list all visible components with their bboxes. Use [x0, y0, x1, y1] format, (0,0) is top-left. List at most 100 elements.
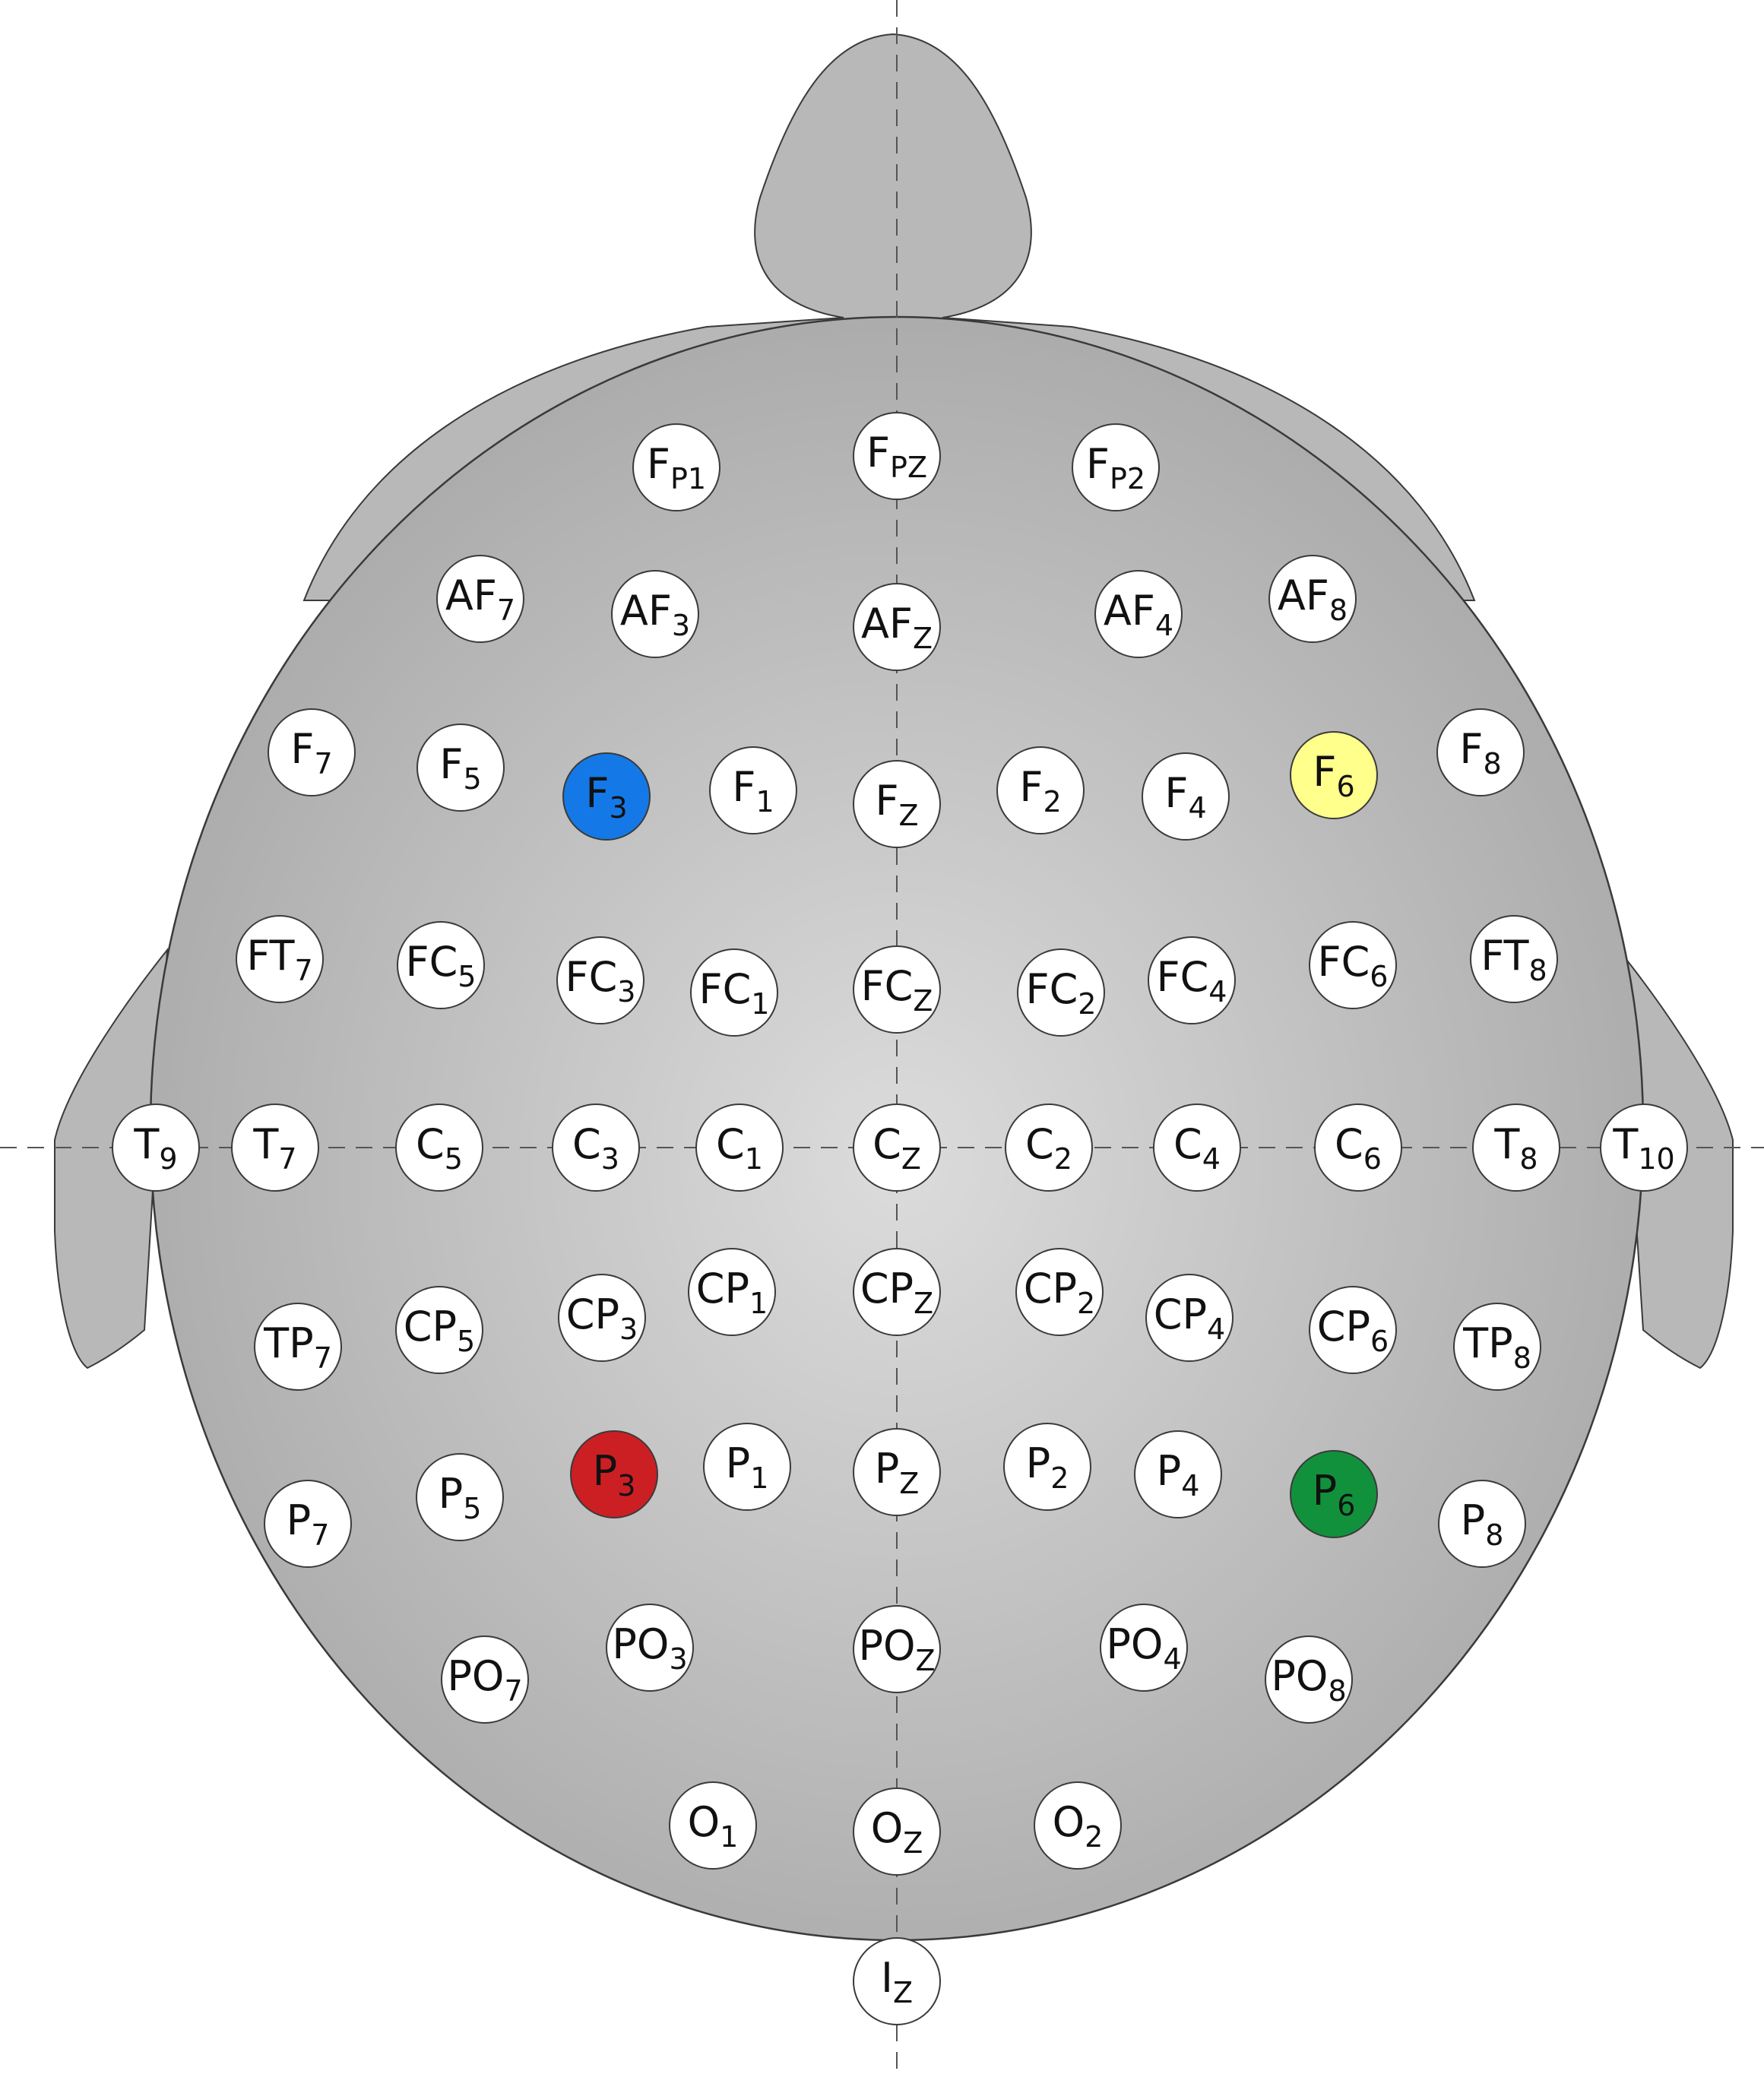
- electrode-circle: [1309, 1286, 1397, 1374]
- electrode-cp5: CP5: [395, 1286, 483, 1374]
- electrode-label-base: AF: [620, 587, 672, 635]
- electrode-label-base: FC: [1157, 953, 1209, 1001]
- electrode-circle: [1314, 1103, 1402, 1192]
- electrode-circle: [703, 1423, 791, 1511]
- electrode-circle: [1472, 1103, 1560, 1192]
- electrode-circle: [853, 583, 941, 671]
- electrode-label-subscript: 5: [463, 762, 481, 796]
- electrode-label-base: AF: [861, 600, 913, 648]
- electrode-circle: [611, 570, 699, 658]
- electrode-p8: P8: [1438, 1480, 1526, 1568]
- electrode-circle: [1600, 1103, 1688, 1192]
- electrode-label: T9: [133, 1120, 177, 1176]
- electrode-cp4: CP4: [1145, 1274, 1234, 1362]
- electrode-label-subscript: 4: [1202, 1142, 1221, 1176]
- electrode-circle: [395, 1103, 483, 1192]
- electrode-label: FCZ: [861, 962, 933, 1018]
- electrode-label: CP5: [404, 1303, 475, 1358]
- electrode-label: P5: [439, 1470, 482, 1525]
- electrode-label: CPZ: [860, 1265, 933, 1320]
- electrode-label-subscript: 4: [1188, 791, 1206, 825]
- electrode-af3: AF3: [611, 570, 699, 658]
- electrode-label: FC1: [699, 965, 770, 1021]
- electrode-label: FT7: [246, 932, 312, 987]
- electrode-label-base: F: [1019, 763, 1043, 811]
- electrode-label-base: AF: [445, 572, 497, 619]
- electrode-label-base: F: [290, 725, 314, 773]
- electrode-label: P4: [1157, 1447, 1200, 1502]
- electrode-label-base: C: [572, 1120, 601, 1168]
- electrode-label: F5: [439, 740, 481, 796]
- electrode-label: P7: [287, 1496, 330, 1552]
- electrode-label-subscript: Z: [913, 984, 933, 1018]
- electrode-label-subscript: 7: [278, 1142, 296, 1176]
- electrode-label-base: T: [1612, 1120, 1639, 1168]
- electrode-circle: [1005, 1103, 1093, 1192]
- electrode-label-base: T: [252, 1120, 279, 1168]
- electrode-fc4: FC4: [1148, 936, 1236, 1024]
- electrode-label-base: FC: [861, 962, 914, 1010]
- electrode-label-base: FC: [565, 953, 618, 1001]
- electrode-label: C3: [572, 1120, 619, 1176]
- electrode-label: CP1: [696, 1265, 768, 1320]
- electrode-circle: [606, 1604, 694, 1692]
- electrode-circle: [1017, 948, 1105, 1037]
- electrode-circle: [1134, 1430, 1222, 1518]
- electrode-label-subscript: Z: [913, 622, 933, 655]
- electrode-circle: [397, 921, 485, 1009]
- electrode-label: AF4: [1104, 587, 1173, 642]
- electrode-cp1: CP1: [688, 1248, 776, 1336]
- electrode-label-subscript: 3: [609, 791, 627, 825]
- electrode-label: F4: [1164, 769, 1206, 825]
- electrode-label-base: P: [875, 1445, 900, 1493]
- electrode-label-subscript: 4: [1207, 1312, 1225, 1346]
- electrode-circle: [416, 724, 505, 812]
- electrode-label-subscript: 7: [311, 1518, 329, 1552]
- electrode-o1: O1: [669, 1781, 757, 1870]
- electrode-label-base: AF: [1104, 587, 1155, 635]
- electrode-label-base: F: [1164, 769, 1188, 817]
- electrode-label-subscript: 2: [1050, 1461, 1069, 1495]
- electrode-po7: PO7: [441, 1635, 529, 1724]
- electrode-label: CP6: [1317, 1303, 1389, 1358]
- electrode-label: AF8: [1278, 572, 1348, 627]
- electrode-po4: PO4: [1100, 1604, 1188, 1692]
- electrode-circle: [436, 555, 524, 643]
- electrode-af7: AF7: [436, 555, 524, 643]
- electrode-label: F3: [585, 769, 627, 825]
- electrode-label-subscript: 6: [1336, 770, 1354, 803]
- electrode-label: F6: [1313, 748, 1354, 803]
- electrode-cp3: CP3: [558, 1274, 646, 1362]
- electrode-label: FP1: [647, 440, 706, 496]
- electrode-c4: C4: [1153, 1103, 1241, 1192]
- electrode-circle: [1142, 752, 1230, 841]
- electrode-circle: [853, 1937, 941, 2025]
- electrode-cp6: CP6: [1309, 1286, 1397, 1374]
- electrode-label: CP2: [1024, 1265, 1095, 1320]
- electrode-label-base: PO: [612, 1620, 669, 1668]
- electrode-label-subscript: 8: [1528, 954, 1547, 987]
- electrode-label: C5: [416, 1120, 463, 1176]
- electrode-label: C6: [1335, 1120, 1382, 1176]
- electrode-circle: [853, 760, 941, 848]
- electrode-label-subscript: Z: [899, 1467, 919, 1500]
- electrode-label-subscript: 3: [617, 1469, 635, 1502]
- electrode-c3: C3: [552, 1103, 640, 1192]
- electrode-circle: [690, 948, 778, 1037]
- electrode-label-subscript: 4: [1181, 1469, 1199, 1502]
- electrode-label-base: CP: [404, 1303, 457, 1350]
- electrode-label: FC6: [1318, 938, 1389, 993]
- electrode-label-base: O: [1053, 1798, 1085, 1846]
- electrode-label-subscript: 6: [1363, 1142, 1382, 1176]
- electrode-circle: [1094, 570, 1183, 658]
- electrode-label: T8: [1493, 1120, 1538, 1176]
- electrode-circle: [853, 1428, 941, 1516]
- electrode-circle: [254, 1303, 342, 1391]
- electrode-label-base: PO: [1106, 1620, 1163, 1668]
- electrode-circle: [1072, 423, 1160, 511]
- electrode-label: C4: [1173, 1120, 1221, 1176]
- electrode-label-base: CP: [1024, 1265, 1077, 1312]
- electrode-label-base: F: [1459, 725, 1483, 773]
- electrode-label-subscript: P2: [1110, 462, 1145, 496]
